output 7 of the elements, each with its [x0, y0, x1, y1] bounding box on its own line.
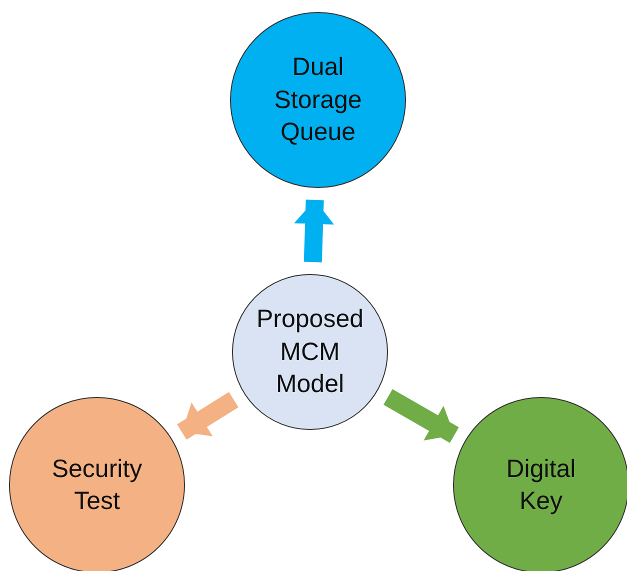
block-arrow: [177, 392, 238, 440]
node-label: Digital Key: [505, 454, 577, 517]
node-label: Proposed MCM Model: [255, 304, 365, 400]
block-arrow: [294, 200, 334, 262]
node-label: Dual Storage Queue: [273, 52, 363, 148]
block-arrow: [384, 389, 459, 443]
node-label: Security Test: [50, 454, 144, 517]
